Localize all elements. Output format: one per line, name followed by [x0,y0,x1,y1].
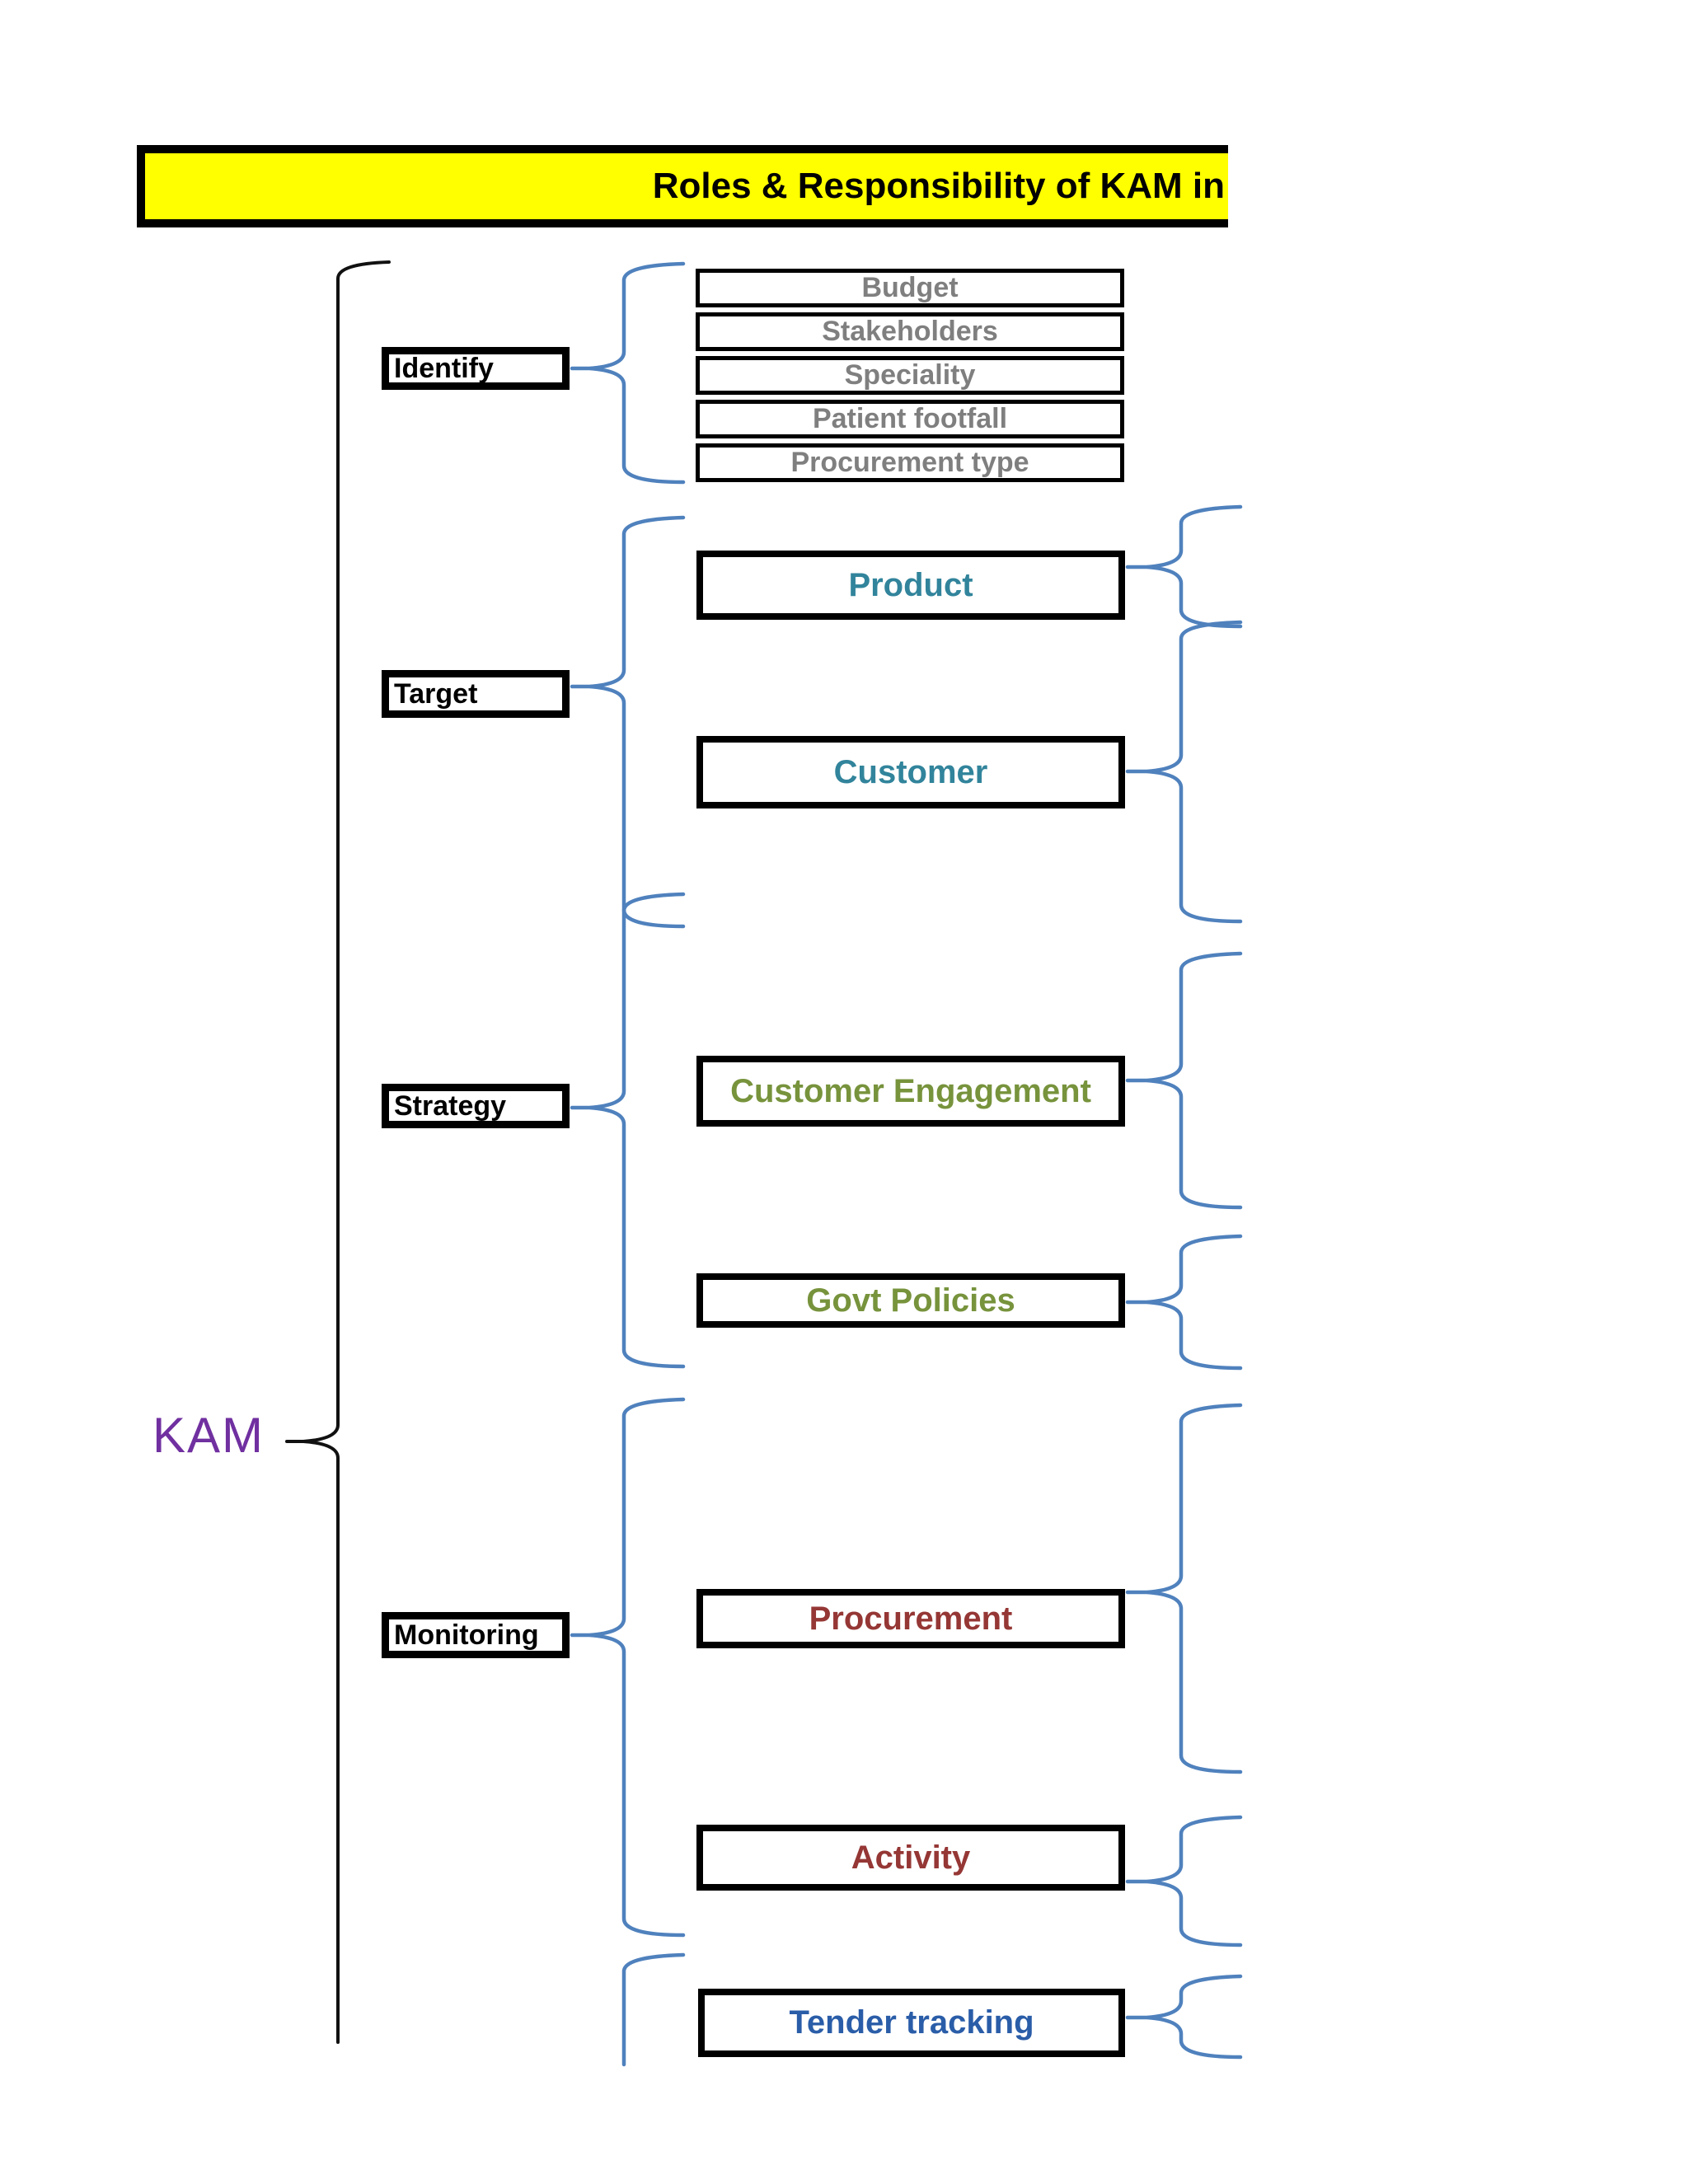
node-customer-engagement: Customer Engagement [696,1056,1125,1127]
node-activity: Activity [696,1825,1125,1891]
section-monitoring-label: Monitoring [394,1619,539,1651]
list-item-label: Patient footfall [812,403,1008,434]
list-item-label: Procurement type [790,447,1029,478]
list-item-label: Budget [861,272,959,303]
root-label: KAM [152,1407,265,1463]
node-procurement-label: Procurement [809,1600,1013,1637]
title-banner: Roles & Responsibility of KAM in [137,145,1228,227]
section-strategy-label: Strategy [394,1090,507,1122]
list-item-patient-footfall: Patient footfall [696,400,1124,438]
section-target: Target [382,670,570,718]
node-product-label: Product [848,566,973,603]
node-customer-engagement-label: Customer Engagement [730,1072,1091,1109]
list-item-budget: Budget [696,269,1124,307]
list-item-speciality: Speciality [696,356,1124,395]
list-item-label: Stakeholders [822,316,998,347]
node-tender-tracking: Tender tracking [698,1989,1125,2057]
section-monitoring: Monitoring [382,1612,570,1658]
node-govt-policies-label: Govt Policies [806,1282,1015,1319]
node-govt-policies: Govt Policies [696,1273,1125,1328]
node-tender-tracking-label: Tender tracking [789,2004,1034,2041]
section-identify-label: Identify [394,352,494,384]
node-customer: Customer [696,736,1125,808]
node-customer-label: Customer [833,753,988,790]
section-target-label: Target [394,677,478,710]
list-item-stakeholders: Stakeholders [696,312,1124,351]
node-procurement: Procurement [696,1589,1125,1648]
section-identify: Identify [382,347,570,390]
root-node-kam: KAM [152,1407,268,1463]
node-activity-label: Activity [851,1839,971,1876]
list-item-label: Speciality [844,359,976,391]
list-item-procurement-type: Procurement type [696,443,1124,482]
node-product: Product [696,551,1125,620]
section-strategy: Strategy [382,1084,570,1128]
page-title: Roles & Responsibility of KAM in [652,166,1225,206]
